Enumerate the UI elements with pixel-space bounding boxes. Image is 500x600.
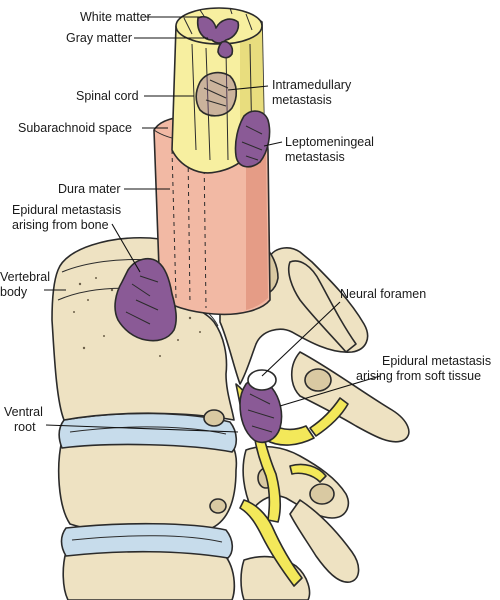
label-epidural-soft-line2: arising from soft tissue	[356, 369, 481, 383]
label-spinal-cord: Spinal cord	[76, 89, 139, 103]
lower-articular-facet	[309, 483, 335, 505]
dura-mater-sheath	[153, 116, 271, 316]
nerve-roots	[235, 383, 349, 587]
label-epidural-bone-line2: arising from bone	[12, 218, 109, 232]
nerve-offshoot	[289, 463, 327, 483]
articular-facet	[304, 368, 332, 392]
label-neural-foramen: Neural foramen	[340, 287, 426, 301]
leader-lines	[44, 16, 381, 433]
label-white-matter: White matter	[80, 10, 151, 24]
gray-matter	[196, 15, 240, 44]
vertebral-arch	[219, 247, 369, 385]
label-leptomeningeal-line2: metastasis	[285, 150, 345, 164]
label-gray-matter: Gray matter	[66, 31, 132, 45]
neural-foramen-opening	[247, 369, 277, 391]
foramen-shadow	[203, 409, 225, 427]
foramen-shadow-lower	[209, 498, 227, 514]
lower-spinous-process	[289, 499, 360, 583]
label-leptomeningeal-line1: Leptomeningeal	[285, 135, 374, 149]
label-intramedullary-line2: metastasis	[272, 93, 332, 107]
epidural-metastasis-bone	[114, 257, 177, 342]
label-subarachnoid-space: Subarachnoid space	[18, 121, 132, 135]
nerve-offshoot-2	[309, 397, 349, 437]
label-ventral-line1: Ventral	[4, 405, 43, 419]
spinal-cord-group	[171, 7, 271, 174]
intramedullary-metastasis	[195, 71, 238, 117]
label-vertebral-line2: body	[0, 285, 28, 299]
label-vertebral-line1: Vertebral	[0, 270, 50, 284]
label-epidural-bone-line1: Epidural metastasis	[12, 203, 121, 217]
spinous-process	[287, 260, 357, 353]
dura-mater-shade	[246, 130, 268, 310]
label-intramedullary-line1: Intramedullary	[272, 78, 352, 92]
label-epidural-soft-line1: Epidural metastasis	[382, 354, 491, 368]
label-ventral-line2: root	[14, 420, 36, 434]
leptomeningeal-metastasis	[234, 110, 271, 168]
spinal-nerve-lower	[239, 499, 303, 587]
labels: White matter Gray matter Spinal cord Int…	[0, 10, 491, 434]
label-dura-mater: Dura mater	[58, 182, 121, 196]
intervertebral-disc-lower	[60, 522, 234, 559]
cord-surface-spot	[217, 40, 234, 59]
